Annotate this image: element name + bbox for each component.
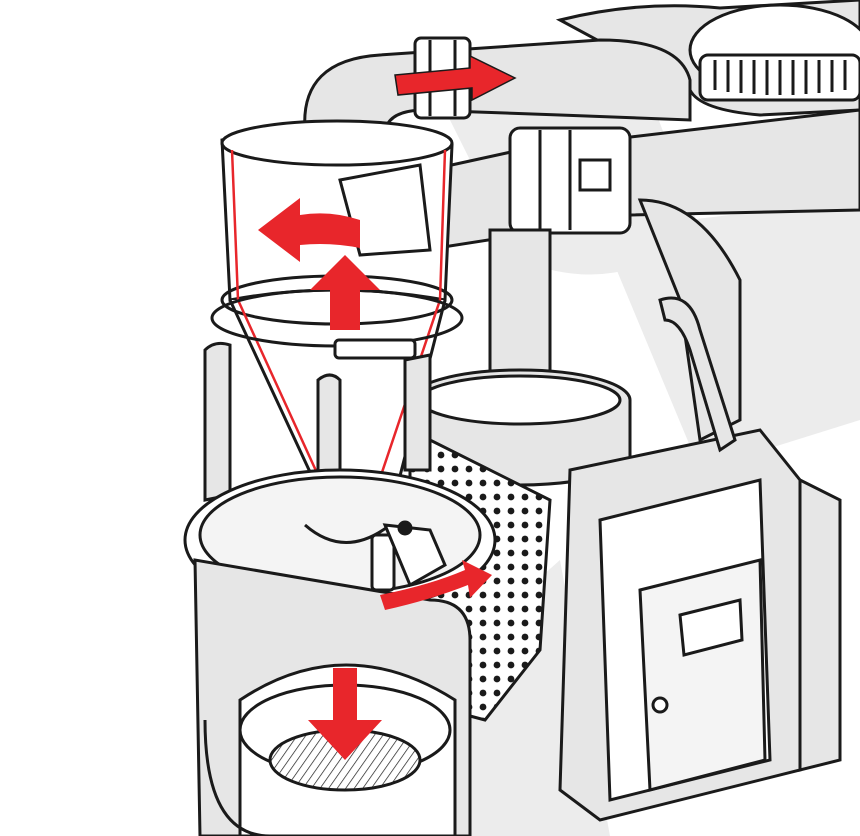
collection-drum [195,560,470,836]
control-cabinet [560,430,840,820]
